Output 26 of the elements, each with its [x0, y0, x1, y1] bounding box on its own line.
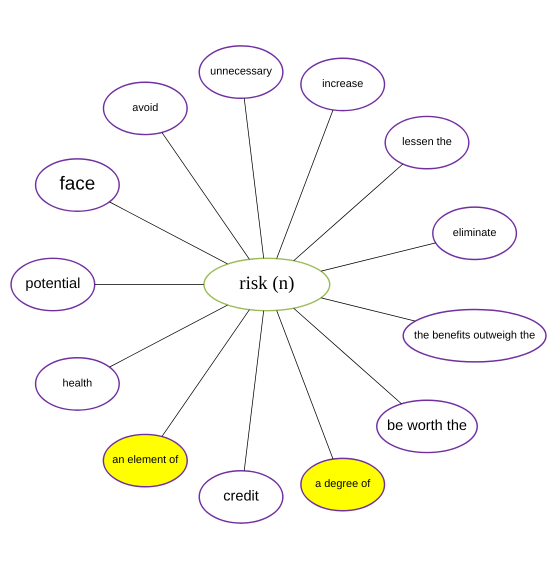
- connector: [320, 297, 416, 321]
- connector: [293, 163, 404, 261]
- connector: [276, 310, 334, 459]
- node-ellipse: unnecessary: [198, 44, 284, 98]
- node-ellipse: the benefits outweigh the: [402, 308, 547, 362]
- node-ellipse: risk (n): [203, 257, 330, 311]
- node-ellipse: credit: [198, 470, 284, 524]
- node-ellipse: potential: [10, 257, 96, 311]
- node-ellipse: face: [34, 158, 120, 212]
- connector: [109, 304, 228, 367]
- node-ellipse: a degree of: [300, 457, 386, 511]
- connector: [244, 310, 264, 471]
- node-ellipse: be worth the: [376, 398, 478, 453]
- connector: [320, 242, 436, 271]
- node-ellipse: increase: [300, 57, 386, 111]
- node-ellipse: eliminate: [432, 206, 518, 260]
- connector: [244, 97, 264, 258]
- node-ellipse: an element of: [102, 433, 188, 487]
- connector: [109, 201, 228, 264]
- connector: [162, 308, 250, 436]
- connector: [162, 132, 250, 260]
- connector: [276, 109, 334, 258]
- node-ellipse: lessen the: [384, 115, 470, 170]
- node-ellipse: avoid: [102, 81, 188, 135]
- connector: [293, 307, 402, 404]
- node-ellipse: health: [34, 356, 120, 410]
